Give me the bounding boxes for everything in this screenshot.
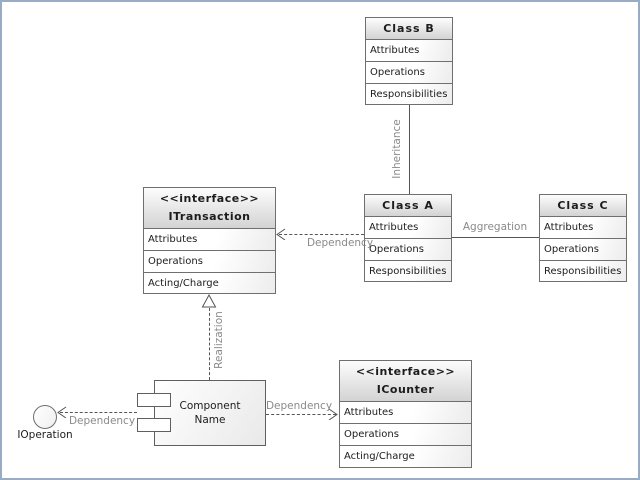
ioperation-label: IOperation (17, 429, 73, 441)
dependency-a-itransaction-label: Dependency (306, 237, 374, 249)
itransaction-attributes-row: Attributes (144, 229, 275, 251)
component-title-line1: Component (179, 400, 241, 412)
aggregation-line (452, 237, 539, 238)
aggregation-label: Aggregation (462, 221, 528, 233)
ioperation-circle[interactable] (33, 405, 57, 429)
itransaction-stereotype: <<interface>> (159, 192, 260, 205)
icounter-stereotype: <<interface>> (355, 365, 456, 378)
class-node-class-a[interactable]: Class A Attributes Operations Responsibi… (364, 194, 452, 282)
realization-triangle-arrowhead-icon (201, 294, 217, 308)
itransaction-acting-charge-row: Acting/Charge (144, 273, 275, 293)
class-node-class-b[interactable]: Class B Attributes Operations Responsibi… (365, 17, 453, 105)
class-node-class-c[interactable]: Class C Attributes Operations Responsibi… (539, 194, 627, 282)
class-c-operations-row: Operations (540, 239, 626, 261)
dependency-circle-arrowhead-icon (57, 406, 67, 418)
interface-node-icounter[interactable]: <<interface>> ICounter Attributes Operat… (339, 360, 472, 468)
icounter-operations-row: Operations (340, 424, 471, 446)
class-a-operations-row: Operations (365, 239, 451, 261)
inheritance-line (409, 105, 410, 194)
dependency-component-icounter-label: Dependency (265, 400, 333, 412)
component-tab-bottom (137, 418, 171, 432)
dependency-component-icounter-line (266, 414, 336, 415)
interface-node-itransaction[interactable]: <<interface>> ITransaction Attributes Op… (143, 187, 276, 294)
inheritance-label: Inheritance (391, 119, 403, 179)
dependency-component-ioperation-line (60, 412, 137, 413)
component-tab-top (137, 393, 171, 407)
dependency-right-arrowhead-icon (328, 408, 338, 420)
itransaction-header: <<interface>> ITransaction (144, 188, 275, 229)
class-c-attributes-row: Attributes (540, 217, 626, 239)
class-b-operations-row: Operations (366, 62, 452, 84)
icounter-title: ICounter (376, 383, 435, 396)
class-b-responsibilities-row: Responsibilities (366, 84, 452, 104)
class-b-attributes-row: Attributes (366, 40, 452, 62)
icounter-attributes-row: Attributes (340, 402, 471, 424)
icounter-acting-charge-row: Acting/Charge (340, 446, 471, 467)
itransaction-operations-row: Operations (144, 251, 275, 273)
dependency-a-itransaction-line (279, 234, 364, 235)
realization-line (209, 308, 210, 380)
dependency-left-arrowhead-icon (276, 228, 286, 240)
itransaction-title: ITransaction (168, 210, 251, 223)
component-node[interactable]: Component Name (154, 380, 266, 446)
icounter-header: <<interface>> ICounter (340, 361, 471, 402)
class-a-responsibilities-row: Responsibilities (365, 261, 451, 281)
realization-label: Realization (213, 311, 225, 369)
component-title-line2: Name (194, 414, 226, 426)
class-c-title: Class C (540, 195, 626, 217)
class-c-responsibilities-row: Responsibilities (540, 261, 626, 281)
class-b-title: Class B (366, 18, 452, 40)
dependency-component-ioperation-label: Dependency (68, 415, 136, 427)
class-a-title: Class A (365, 195, 451, 217)
class-a-attributes-row: Attributes (365, 217, 451, 239)
